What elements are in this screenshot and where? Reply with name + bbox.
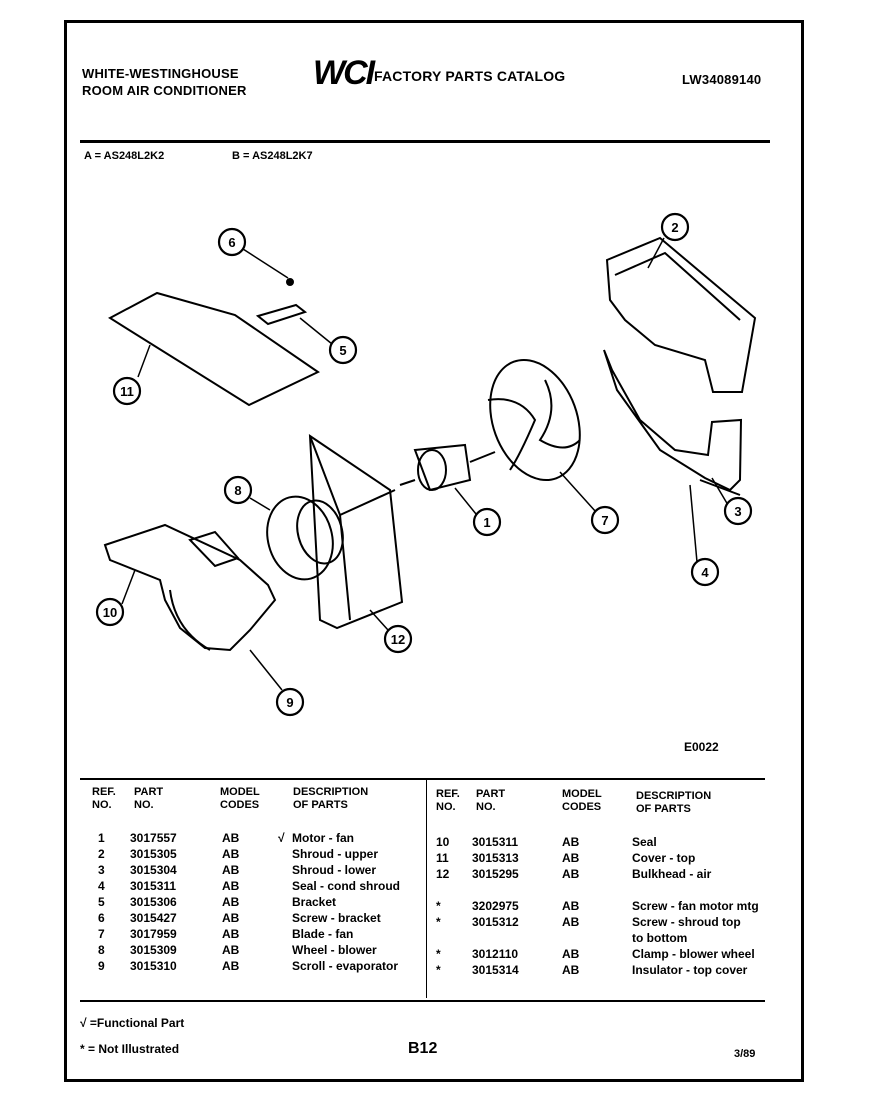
right-part-column: 3015311 3015313 3015295 3202975 3015312 … (472, 835, 519, 977)
left-ref-column: 1 2 3 4 5 6 7 8 9 (98, 831, 105, 973)
legend-functional-part: √ =Functional Part (80, 1016, 185, 1030)
callout-3-label: 3 (734, 504, 741, 519)
callout-10-label: 10 (103, 605, 117, 620)
callout-12 (383, 624, 413, 654)
callout-4-label: 4 (701, 565, 709, 580)
callout-6-label: 6 (228, 235, 235, 250)
callout-8-label: 8 (234, 483, 241, 498)
callout-5-label: 5 (339, 343, 346, 358)
header-model-right: MODEL CODES (562, 788, 602, 813)
callout-12-label: 12 (391, 632, 405, 647)
callout-7 (590, 505, 620, 535)
model-a: A = AS248L2K2 (84, 150, 165, 162)
table-divider (426, 780, 427, 998)
header-rule (80, 140, 770, 143)
header-desc-left: DESCRIPTION OF PARTS (293, 786, 369, 811)
callout-3 (723, 496, 753, 526)
page-frame (64, 20, 804, 1082)
diagram-parts (103, 236, 757, 652)
right-ref-column: 10 11 12 * * * * (436, 835, 450, 977)
leader-lines (121, 237, 729, 691)
page-number: B12 (408, 1040, 438, 1057)
callout-11 (112, 376, 142, 406)
exploded-parts-diagram: 6 5 11 2 3 4 7 1 8 12 10 9 (95, 212, 757, 717)
callout-9 (275, 687, 305, 717)
callout-1-label: 1 (483, 515, 490, 530)
header-ref-left: REF. NO. (92, 786, 116, 811)
callouts: 6 5 11 2 3 4 7 1 8 12 10 9 (95, 212, 753, 717)
catalog-title: FACTORY PARTS CATALOG (374, 68, 566, 84)
callout-2-label: 2 (671, 220, 678, 235)
callout-7-label: 7 (601, 513, 608, 528)
callout-6 (217, 227, 247, 257)
wci-logo: WCI (313, 54, 375, 92)
left-model-column: AB AB AB AB AB AB AB AB AB (222, 831, 240, 973)
callout-8 (223, 475, 253, 505)
right-model-column: AB AB AB AB AB AB AB (562, 835, 580, 977)
catalog-date: 3/89 (734, 1048, 756, 1060)
functional-part-mark: √ (278, 831, 285, 845)
callout-1 (472, 507, 502, 537)
brand-line-1: WHITE-WESTINGHOUSE (82, 66, 239, 81)
callout-9-label: 9 (286, 695, 293, 710)
legend-not-illustrated: * = Not Illustrated (80, 1042, 180, 1056)
header-ref-right: REF. NO. (436, 788, 460, 813)
left-part-column: 3017557 3015305 3015304 3015311 3015306 … (130, 831, 177, 973)
left-desc-column: Motor - fan Shroud - upper Shroud - lowe… (292, 831, 401, 973)
header-part-left: PART NO. (134, 786, 164, 811)
diagram-code: E0022 (684, 740, 719, 754)
brand-line-2: ROOM AIR CONDITIONER (82, 83, 247, 98)
callout-4 (690, 557, 720, 587)
callout-10 (95, 597, 125, 627)
callout-2 (660, 212, 690, 242)
parts-table: REF. NO. PART NO. MODEL CODES DESCRIPTIO… (80, 778, 765, 1002)
callout-5 (328, 335, 358, 365)
header-desc-right: DESCRIPTION OF PARTS (636, 790, 712, 815)
callout-11-label: 11 (120, 384, 134, 399)
header-part-right: PART NO. (476, 788, 506, 813)
header-model-left: MODEL CODES (220, 786, 260, 811)
model-b: B = AS248L2K7 (232, 150, 313, 162)
catalog-number: LW34089140 (682, 72, 762, 87)
right-desc-column: Seal Cover - top Bulkhead - air Screw - … (632, 835, 759, 977)
